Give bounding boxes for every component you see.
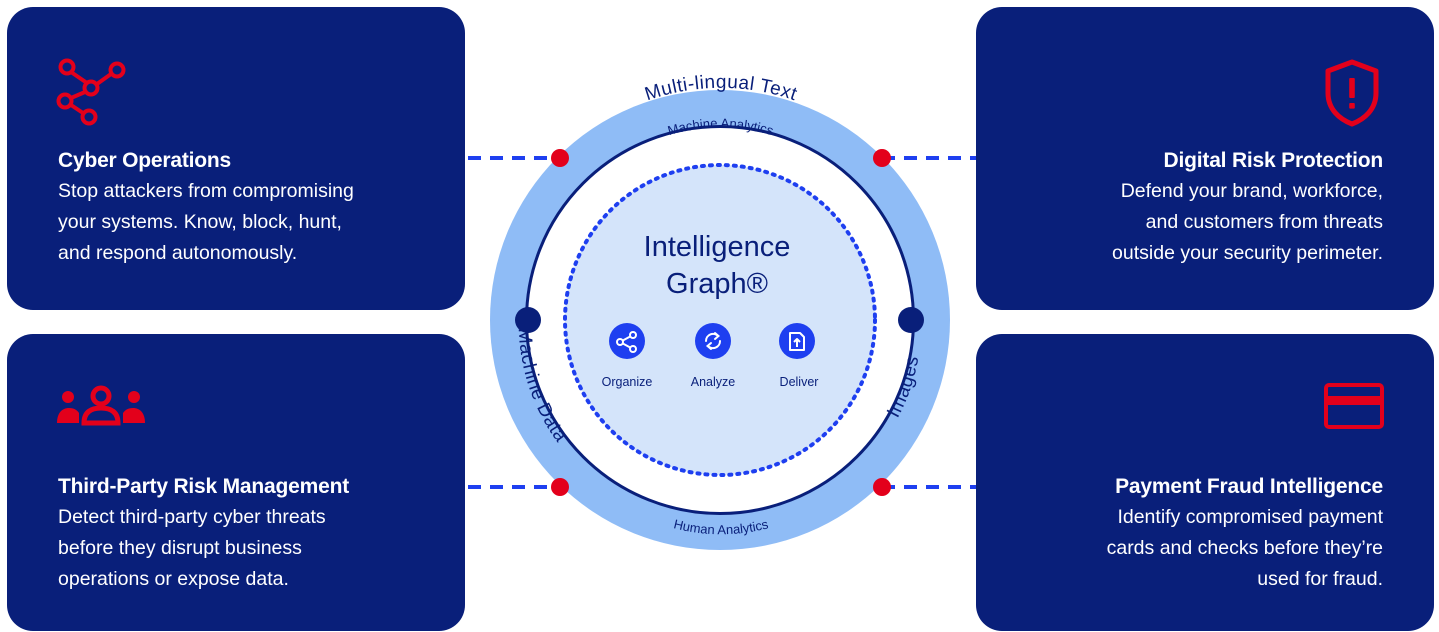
credit-card-icon [1324,383,1384,429]
dot-bottom-right [873,478,891,496]
organize-action: Organize [602,323,653,389]
dot-left-navy [515,307,541,333]
ring-label-machine-analytics: Machine Analytics [666,115,776,138]
card-description-line: used for fraud. [1257,568,1383,590]
card-cyber-operations: Cyber Operations Stop attackers from com… [7,7,465,310]
card-description: Defend your brand, workforce, and custom… [1112,176,1383,269]
dot-right-navy [898,307,924,333]
analyze-icon-bg [695,323,731,359]
card-description-line: operations or expose data. [58,568,289,590]
deliver-label: Deliver [780,375,819,389]
analyze-label: Analyze [691,375,736,389]
deliver-action: Deliver [779,323,818,389]
card-description-line: your systems. Know, block, hunt, [58,211,342,233]
card-description-line: Stop attackers from compromising [58,180,354,202]
card-title: Cyber Operations [58,149,232,172]
organize-label: Organize [602,375,653,389]
card-description-line: Identify compromised payment [1117,506,1383,528]
ring-label-human-analytics-path: Human Analytics [672,516,770,537]
network-nodes-icon [56,58,126,126]
connector-dots [515,149,924,496]
card-payment-fraud-intelligence: Payment Fraud Intelligence Identify comp… [976,334,1434,631]
card-digital-risk-protection: Digital Risk Protection Defend your bran… [976,7,1434,310]
card-description: Detect third-party cyber threats before … [58,502,326,595]
shield-alert-icon [1325,59,1379,127]
refresh-cycle-icon [704,332,722,350]
card-description-line: outside your security perimeter. [1112,242,1383,264]
upload-file-icon [789,332,805,351]
card-description-line: and customers from threats [1145,211,1383,233]
ring-label-machine-analytics-path: Machine Analytics [666,115,776,138]
connector-lines [468,156,976,489]
dot-top-left [551,149,569,167]
organize-icon-bg [609,323,645,359]
ring-label-human-analytics: Human Analytics [672,516,770,537]
dot-bottom-left [551,478,569,496]
card-description-line: cards and checks before they’re [1106,537,1383,559]
card-description-line: Defend your brand, workforce, [1120,180,1383,202]
share-nodes-icon [616,331,637,353]
inner-analytics-ring [563,163,877,477]
center-title-line1: Intelligence [644,231,791,263]
card-title: Third-Party Risk Management [58,475,349,498]
card-description-line: before they disrupt business [58,537,302,559]
analyze-action: Analyze [691,323,736,389]
card-description-line: and respond autonomously. [58,242,298,264]
card-description-line: Detect third-party cyber threats [58,506,326,528]
card-title: Digital Risk Protection [1163,149,1384,172]
card-description: Stop attackers from compromising your sy… [58,176,354,269]
card-third-party-risk: Third-Party Risk Management Detect third… [7,334,465,631]
card-description: Identify compromised payment cards and c… [1107,502,1383,595]
card-title: Payment Fraud Intelligence [1115,475,1383,498]
dot-top-right [873,149,891,167]
people-group-icon [57,385,145,426]
center-title-line2: Graph® [666,268,768,300]
